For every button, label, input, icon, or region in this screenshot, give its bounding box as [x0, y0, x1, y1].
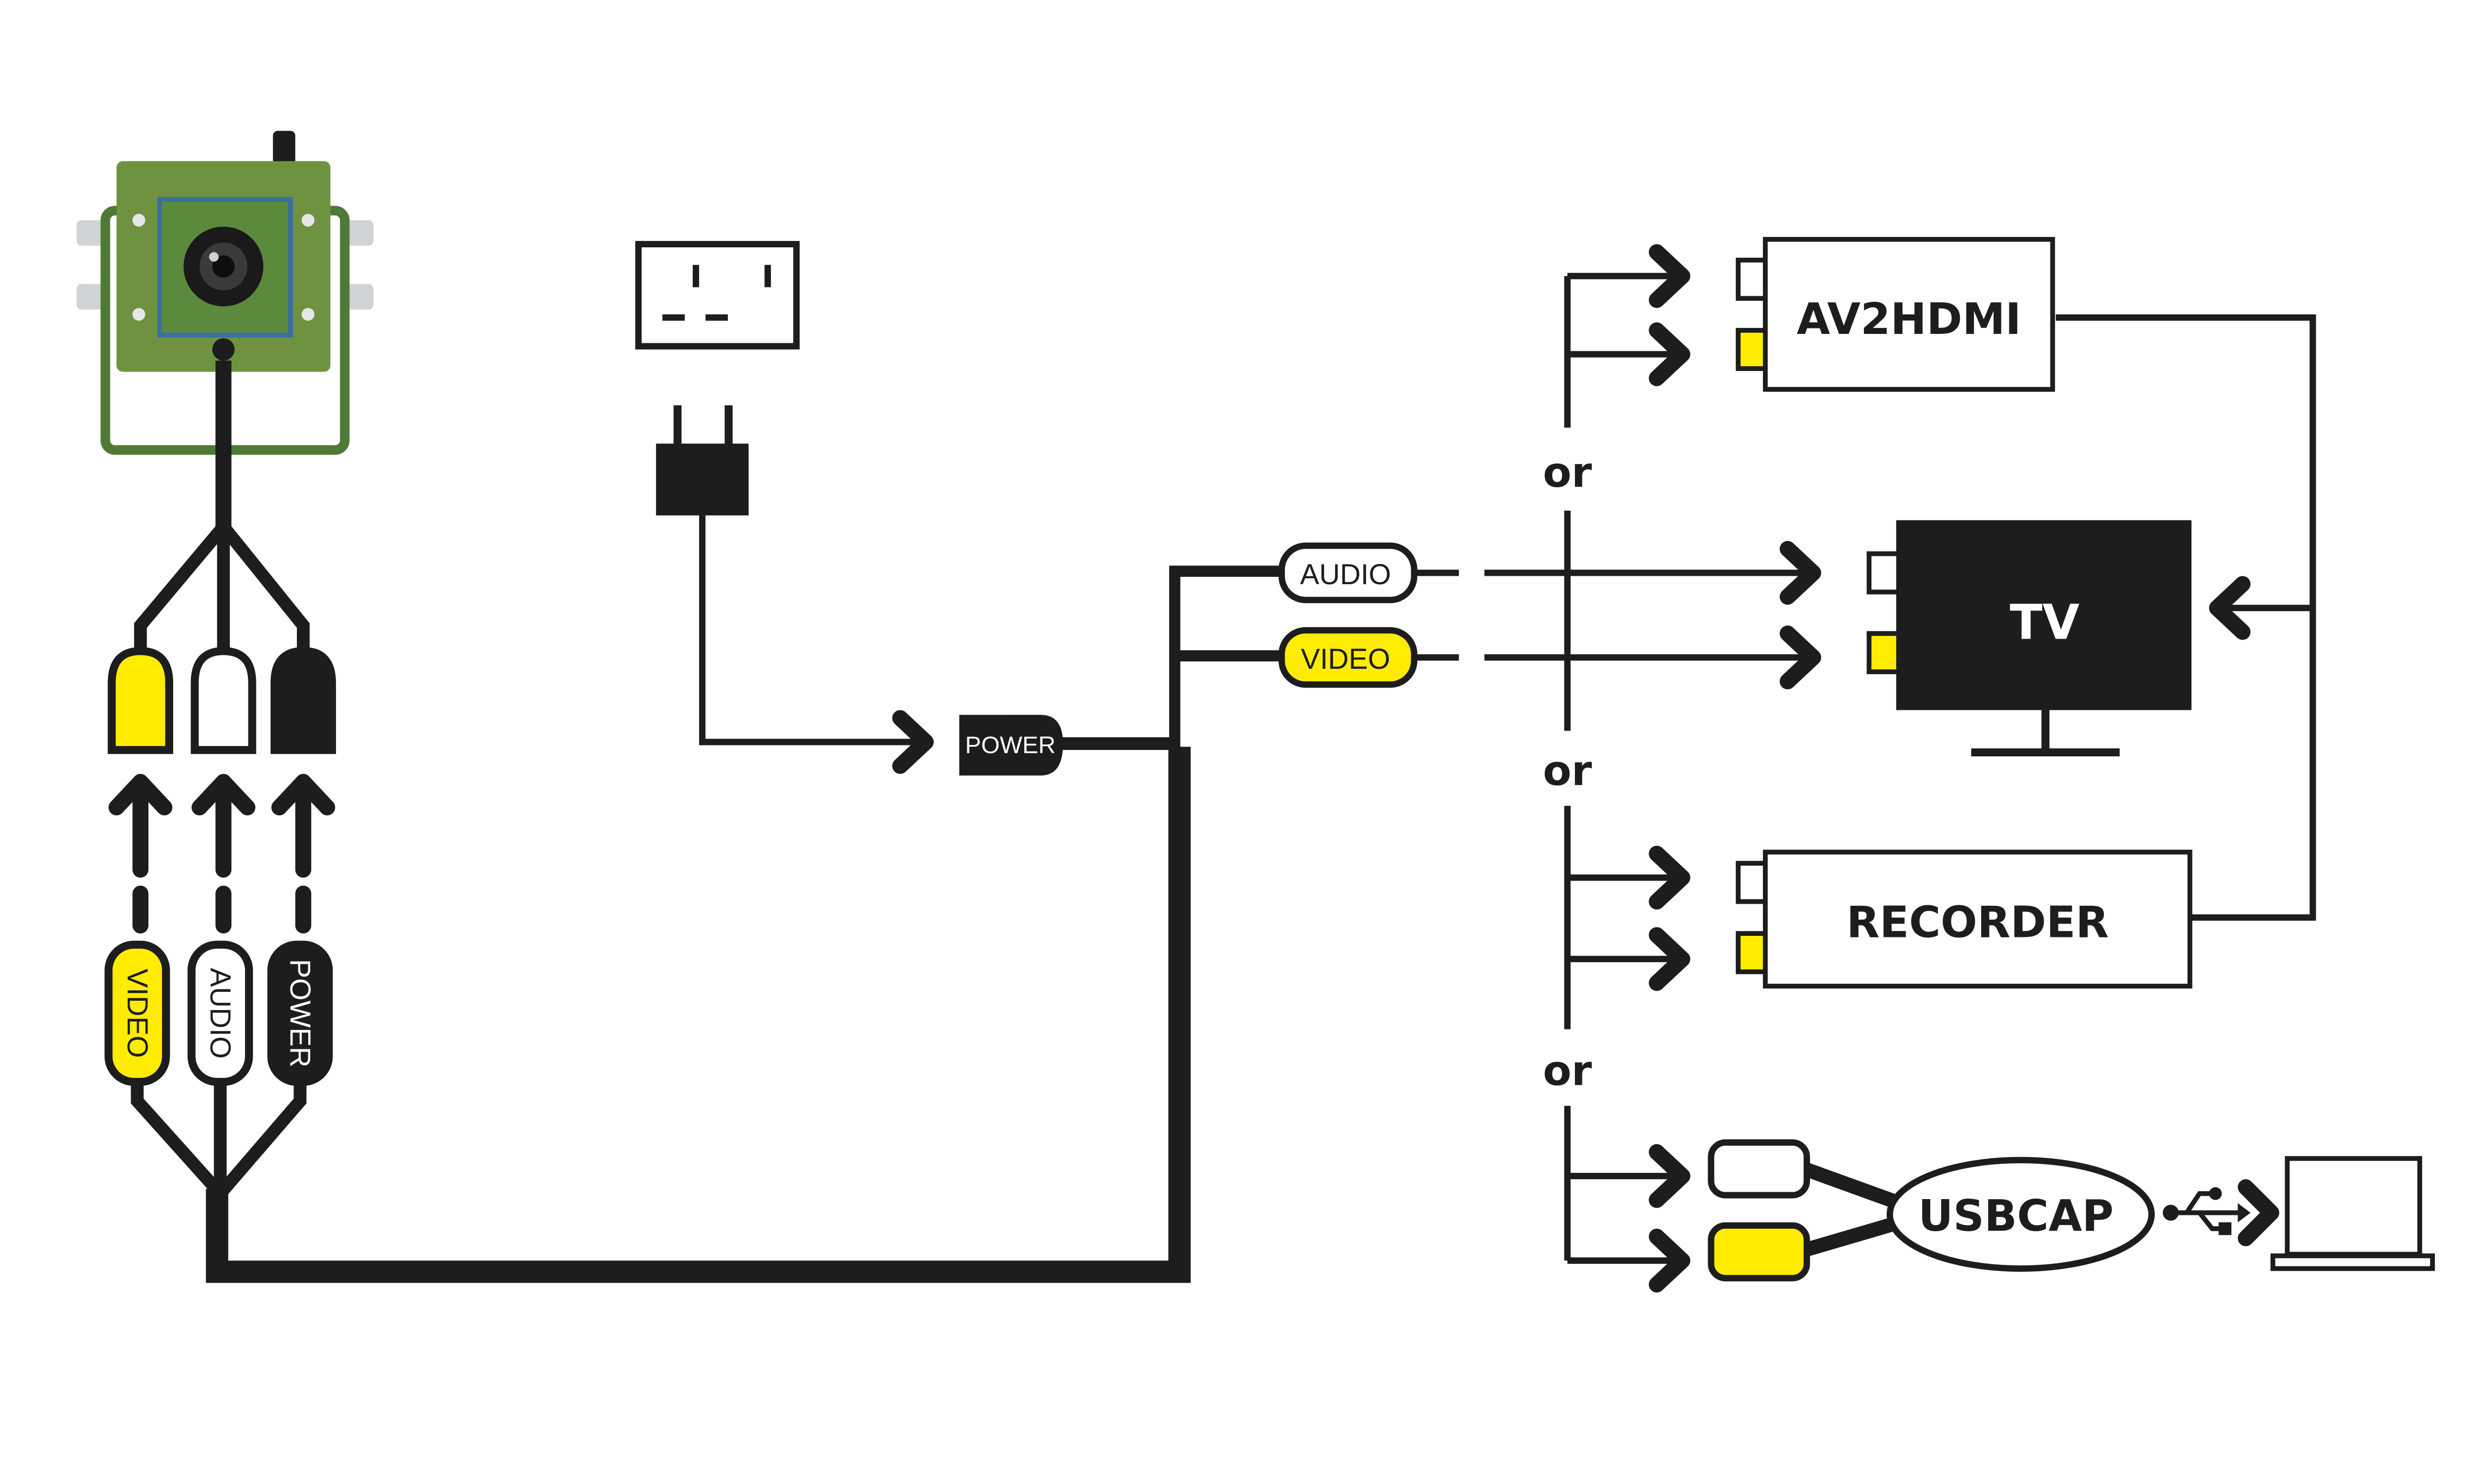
or-separator: or [1543, 1047, 1592, 1095]
svg-text:POWER: POWER [965, 732, 1056, 758]
routing-lines [1484, 244, 2316, 1293]
video-plug-label: VIDEO [104, 940, 170, 1086]
video-rca-connector [107, 647, 173, 754]
svg-text:VIDEO: VIDEO [121, 969, 153, 1058]
svg-text:VIDEO: VIDEO [1301, 643, 1390, 675]
svg-text:AUDIO: AUDIO [1300, 558, 1391, 591]
svg-text:AUDIO: AUDIO [204, 968, 237, 1059]
arrow-up-icon [271, 774, 335, 934]
or-separator: or [1543, 746, 1592, 795]
power-plug-label: POWER [267, 940, 333, 1086]
av2hdmi-label: AV2HDMI [1797, 294, 2021, 344]
tv-device: TV [1866, 520, 2192, 757]
arrow-up-icon [108, 774, 173, 934]
connector-arrows [108, 774, 335, 934]
wall-outlet-icon [635, 241, 800, 350]
video-output-plug: VIDEO [1278, 627, 1459, 688]
usb-icon [2162, 1187, 2251, 1235]
camera-module-icon [76, 131, 374, 455]
usbcap-device: USBCAP [1708, 1139, 2155, 1282]
power-plug-icon [656, 405, 749, 515]
recorder-label: RECORDER [1847, 897, 2109, 948]
power-rca-connector [270, 647, 336, 754]
audio-output-plug: AUDIO [1278, 542, 1459, 603]
laptop-icon [2270, 1156, 2435, 1271]
audio-plug-label: AUDIO [188, 940, 253, 1086]
tv-label: TV [2010, 595, 2080, 650]
arrow-up-icon [191, 774, 256, 934]
power-supply-cable [699, 515, 934, 774]
arrow-right-icon [2237, 1179, 2280, 1247]
or-separator: or [1543, 448, 1592, 497]
audio-rca-connector [190, 647, 256, 754]
svg-text:POWER: POWER [284, 959, 316, 1067]
camera-cable [134, 361, 310, 658]
usbcap-label: USBCAP [1918, 1191, 2114, 1241]
main-cable [131, 565, 1284, 1283]
recorder-device: RECORDER [1736, 849, 2192, 989]
av2hdmi-device: AV2HDMI [1736, 237, 2055, 392]
power-connector: POWER [959, 715, 1063, 776]
